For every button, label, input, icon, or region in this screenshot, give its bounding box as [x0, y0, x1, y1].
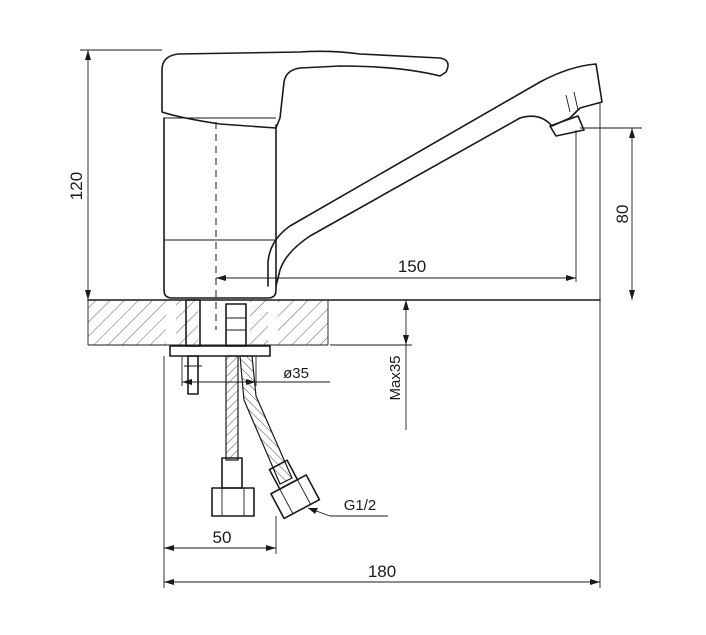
mounting-assembly [169, 299, 271, 395]
dim-spout-height: 80 [580, 127, 642, 300]
dim-base-diameter: ø35 [181, 356, 330, 386]
dim-overall-length-label: 180 [368, 562, 396, 581]
countertop-section [87, 299, 601, 346]
thread-callout-label: G1/2 [344, 497, 377, 514]
dim-hose-spacing: 50 [163, 356, 277, 588]
dim-hose-spacing-label: 50 [213, 528, 232, 547]
thread-callout: G1/2 [307, 497, 388, 517]
faucet-body [163, 117, 277, 299]
dim-base-diameter-label: ø35 [283, 365, 309, 382]
dim-height-total: 120 [67, 49, 162, 300]
spout [267, 63, 603, 287]
dim-height-total-label: 120 [67, 172, 86, 200]
lever-handle [161, 50, 449, 129]
dim-max-counter: Max35 [330, 300, 412, 430]
hose-fittings [211, 457, 321, 520]
dim-overall-length: 180 [164, 102, 601, 588]
dim-spout-reach: 150 [216, 130, 577, 282]
dim-max-counter-label: Max35 [387, 355, 404, 400]
dim-spout-height-label: 80 [613, 205, 632, 224]
dim-spout-reach-label: 150 [398, 257, 426, 276]
